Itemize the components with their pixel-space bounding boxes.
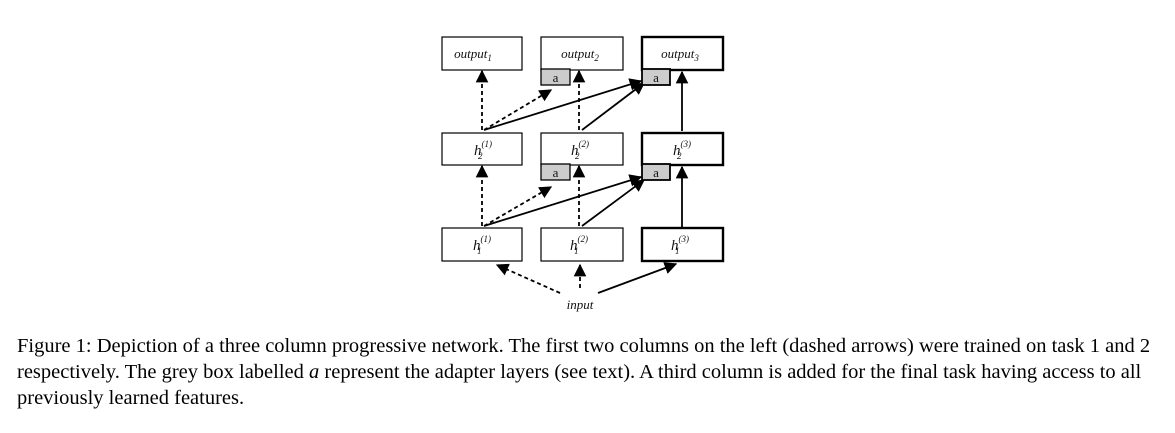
adapter-layer2-2: a [540,163,571,181]
output-2-node: output2 [540,36,624,71]
adapter-layer2-3: a [641,163,671,181]
output-1-node: output1 [441,36,523,71]
caption-part2: represent the adapter layers (see text).… [17,361,1142,409]
h2-3-node: h(3)2 [640,131,725,167]
h1-1-node: h(1)1 [441,227,523,262]
progressive-network-diagram: output1 output2 output3 a a h(1)2 h(2)2 … [441,35,725,312]
svg-text:output1: output1 [454,46,492,63]
input-label: input [567,297,594,312]
svg-text:output2: output2 [561,46,599,63]
connections [475,69,689,294]
adapter-output-2: a [540,68,571,86]
h1-2-node: h(2)1 [540,227,624,262]
svg-text:a: a [553,70,559,85]
h2-1-node: h(1)2 [441,132,523,166]
svg-text:a: a [553,165,559,180]
svg-text:h(1)2: h(1)2 [474,139,492,161]
svg-text:h(2)1: h(2)1 [570,234,588,256]
output-row: output1 output2 output3 [441,35,725,72]
h2-2-node: h(2)2 [540,132,624,166]
figure-caption: Figure 1: Depiction of a three column pr… [17,333,1167,411]
arrow-input-to-h1-1 [495,263,561,294]
arrow-h2-1-to-adapter-2 [483,89,553,131]
svg-text:output3: output3 [661,46,699,63]
arrow-h1-1-to-adapter-2 [483,186,553,227]
layer2-row: h(1)2 h(2)2 h(3)2 [441,131,725,167]
arrow-h2-1-to-adapter-3 [483,78,643,131]
svg-text:h(1)1: h(1)1 [473,234,491,256]
arrow-h1-2-to-adapter-3 [581,179,646,227]
svg-text:h(3)2: h(3)2 [673,139,691,161]
adapter-output-3: a [641,68,671,86]
arrow-h1-1-to-adapter-3 [483,174,643,227]
layer1-row: h(1)1 h(2)1 h(3)1 [441,226,725,263]
svg-text:h(2)2: h(2)2 [571,139,589,161]
arrow-h2-2-to-adapter-3 [581,82,646,131]
svg-text:h(3)1: h(3)1 [671,234,689,256]
caption-part1: Figure 1: Depiction of a three column pr… [17,335,1151,383]
caption-italic-a: a [309,361,320,383]
arrow-input-to-h1-3 [597,262,678,294]
output-3-node: output3 [640,35,725,72]
h1-3-node: h(3)1 [640,226,725,263]
svg-text:a: a [653,70,659,85]
svg-text:a: a [653,165,659,180]
